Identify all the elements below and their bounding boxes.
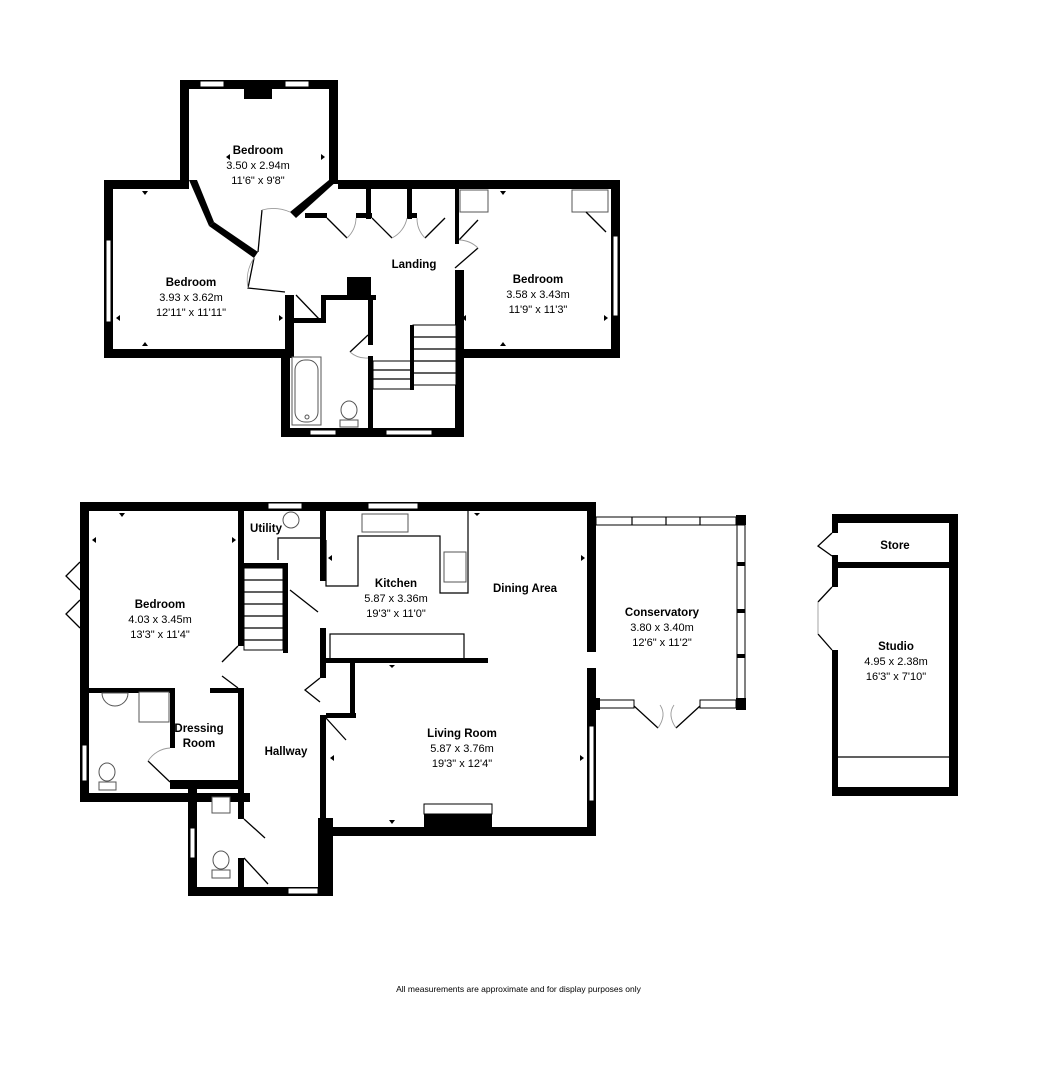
room-name: Living Room xyxy=(427,728,497,740)
dimension-ticks xyxy=(92,154,608,824)
room-dimension-metric: 5.87 x 3.36m xyxy=(364,593,428,605)
room-label-landing: Landing xyxy=(392,258,437,273)
room-label-bedroom-right: Bedroom 3.58 x 3.43m 11'9" x 11'3" xyxy=(506,273,570,318)
room-name: Kitchen xyxy=(374,578,418,590)
room-label-studio: Studio 4.95 x 2.38m 16'3" x 7'10" xyxy=(864,640,928,685)
room-dimension-imperial: 13'3" x 11'4" xyxy=(130,629,190,641)
room-label-kitchen: Kitchen 5.87 x 3.36m 19'3" x 11'0" xyxy=(364,577,428,622)
room-dimension-metric: 5.87 x 3.76m xyxy=(430,743,494,755)
room-dimension-metric: 3.58 x 3.43m xyxy=(506,289,570,301)
room-dimension-imperial: 11'9" x 11'3" xyxy=(508,304,568,316)
room-name: Hallway xyxy=(264,746,308,758)
room-label-bedroom-left: Bedroom 3.93 x 3.62m 12'11" x 11'11" xyxy=(156,276,226,321)
room-label-living-room: Living Room 5.87 x 3.76m 19'3" x 12'4" xyxy=(427,727,497,772)
room-dimension-imperial: 19'3" x 12'4" xyxy=(431,758,493,770)
room-dimension-imperial: 12'11" x 11'11" xyxy=(155,307,227,319)
room-dimension-metric: 3.50 x 2.94m xyxy=(226,160,290,172)
room-label-conservatory: Conservatory 3.80 x 3.40m 12'6" x 11'2" xyxy=(625,606,699,651)
ground-floor xyxy=(65,502,746,896)
room-name: Dining Area xyxy=(492,583,558,595)
room-label-store: Store xyxy=(880,539,909,554)
room-name: Conservatory xyxy=(624,607,700,619)
outbuilding xyxy=(816,514,958,796)
room-name: Bedroom xyxy=(512,274,564,286)
room-label-bedroom-ground: Bedroom 4.03 x 3.45m 13'3" x 11'4" xyxy=(128,598,192,643)
first-floor xyxy=(104,80,620,437)
room-dimension-imperial: 19'3" x 11'0" xyxy=(366,608,426,620)
room-dimension-imperial: 12'6" x 11'2" xyxy=(632,637,692,649)
room-name: Bedroom xyxy=(165,277,217,289)
room-name: Bedroom xyxy=(232,145,284,157)
room-name-line-1: Dressing xyxy=(174,723,224,735)
room-name: Store xyxy=(880,540,910,552)
room-name: Studio xyxy=(878,641,914,653)
room-dimension-metric: 3.93 x 3.62m xyxy=(159,292,223,304)
room-dimension-metric: 3.80 x 3.40m xyxy=(630,622,694,634)
room-name-line-2: Room xyxy=(182,738,216,750)
room-dimension-imperial: 16'3" x 7'10" xyxy=(865,671,927,683)
room-label-hallway: Hallway xyxy=(265,745,308,760)
room-dimension-metric: 4.03 x 3.45m xyxy=(128,614,192,626)
room-label-dressing-room: Dressing Room xyxy=(174,722,223,752)
room-name: Utility xyxy=(250,523,282,535)
room-dimension-metric: 4.95 x 2.38m xyxy=(864,656,928,668)
room-name: Bedroom xyxy=(134,599,186,611)
room-name: Landing xyxy=(391,259,437,271)
room-label-bedroom-top: Bedroom 3.50 x 2.94m 11'6" x 9'8" xyxy=(226,144,290,189)
measurement-disclaimer: All measurements are approximate and for… xyxy=(396,984,641,994)
room-label-utility: Utility xyxy=(250,522,282,537)
room-dimension-imperial: 11'6" x 9'8" xyxy=(231,175,285,187)
room-label-dining-area: Dining Area xyxy=(493,582,557,597)
